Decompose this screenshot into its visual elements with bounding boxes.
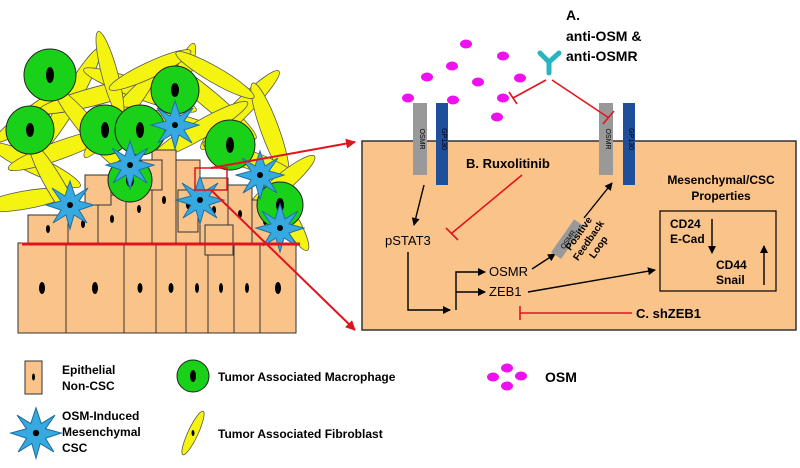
cell-panel (361, 140, 797, 331)
legend-epithelial-line1: Epithelial (62, 363, 115, 377)
legend: Epithelial Non-CSC Tumor Associated Macr… (10, 359, 577, 459)
legend-osm-label: OSM (545, 369, 577, 385)
arrow-osmr-to-receptor (531, 253, 556, 270)
label-c-shzeb1: C. shZEB1 (636, 306, 701, 321)
osmr-receptor-right (599, 103, 613, 175)
legend-epithelial-line2: Non-CSC (62, 379, 115, 393)
arrow-to-osmr (455, 268, 486, 310)
properties-title-line1: Mesenchymal/CSC (667, 173, 775, 187)
legend-osm-swatch (487, 363, 527, 391)
legend-csc-line3: CSC (62, 441, 88, 455)
legend-csc-line2: Mesenchymal (62, 425, 141, 439)
antibody-icon (537, 50, 562, 76)
osmr-receptor-left (413, 103, 427, 175)
label-b-ruxolitinib: B. Ruxolitinib (466, 156, 550, 171)
arrow-feedback-to-receptor (583, 182, 613, 219)
gp130-receptor-label-right: GP130 (627, 128, 634, 150)
ruxolitinib-inhibition (451, 174, 523, 234)
label-a-line1: anti-OSM & (566, 28, 641, 44)
arrow-receptor-to-pstat3 (411, 184, 425, 226)
osm-particles (402, 39, 526, 122)
snail-label: Snail (716, 273, 745, 287)
legend-macrophage-label: Tumor Associated Macrophage (218, 370, 396, 384)
osmr-receptor-label-right: OSMR (604, 129, 611, 150)
osmr-receptor-label-left: OSMR (418, 129, 425, 150)
legend-csc-line1: OSM-Induced (62, 409, 139, 423)
zeb1-label: ZEB1 (489, 284, 522, 299)
cd24-label: CD24 (670, 217, 701, 231)
arrow-pstat3-down (407, 252, 451, 314)
gp130-receptor-left (436, 103, 448, 185)
label-a-line2: anti-OSMR (566, 48, 638, 64)
zoom-line-bottom (210, 189, 356, 331)
legend-csc-swatch (10, 407, 62, 459)
receptor-right: OSMR GP130 (599, 103, 635, 185)
receptor-left: OSMR GP130 (413, 103, 448, 185)
macrophage-cells (5, 48, 304, 229)
epithelial-nuclei (39, 196, 281, 294)
cd44-label: CD44 (716, 258, 747, 272)
zoom-line-top (210, 138, 356, 169)
arrow-zeb1-to-properties (527, 267, 656, 293)
gp130-receptor-label-left: GP130 (440, 128, 447, 150)
ecad-label: E-Cad (670, 232, 705, 246)
label-a-letter: A. (566, 7, 580, 23)
tumor-tissue (0, 31, 316, 334)
pstat3-label: pSTAT3 (385, 233, 431, 248)
properties-box (659, 210, 777, 292)
legend-macrophage-swatch (176, 359, 210, 393)
antibody-inhibition (508, 79, 615, 125)
legend-fibroblast-label: Tumor Associated Fibroblast (218, 427, 383, 441)
properties-title-line2: Properties (691, 189, 751, 203)
gp130-receptor-right (623, 103, 635, 185)
osmr-gene-label: OSMR (489, 264, 528, 279)
